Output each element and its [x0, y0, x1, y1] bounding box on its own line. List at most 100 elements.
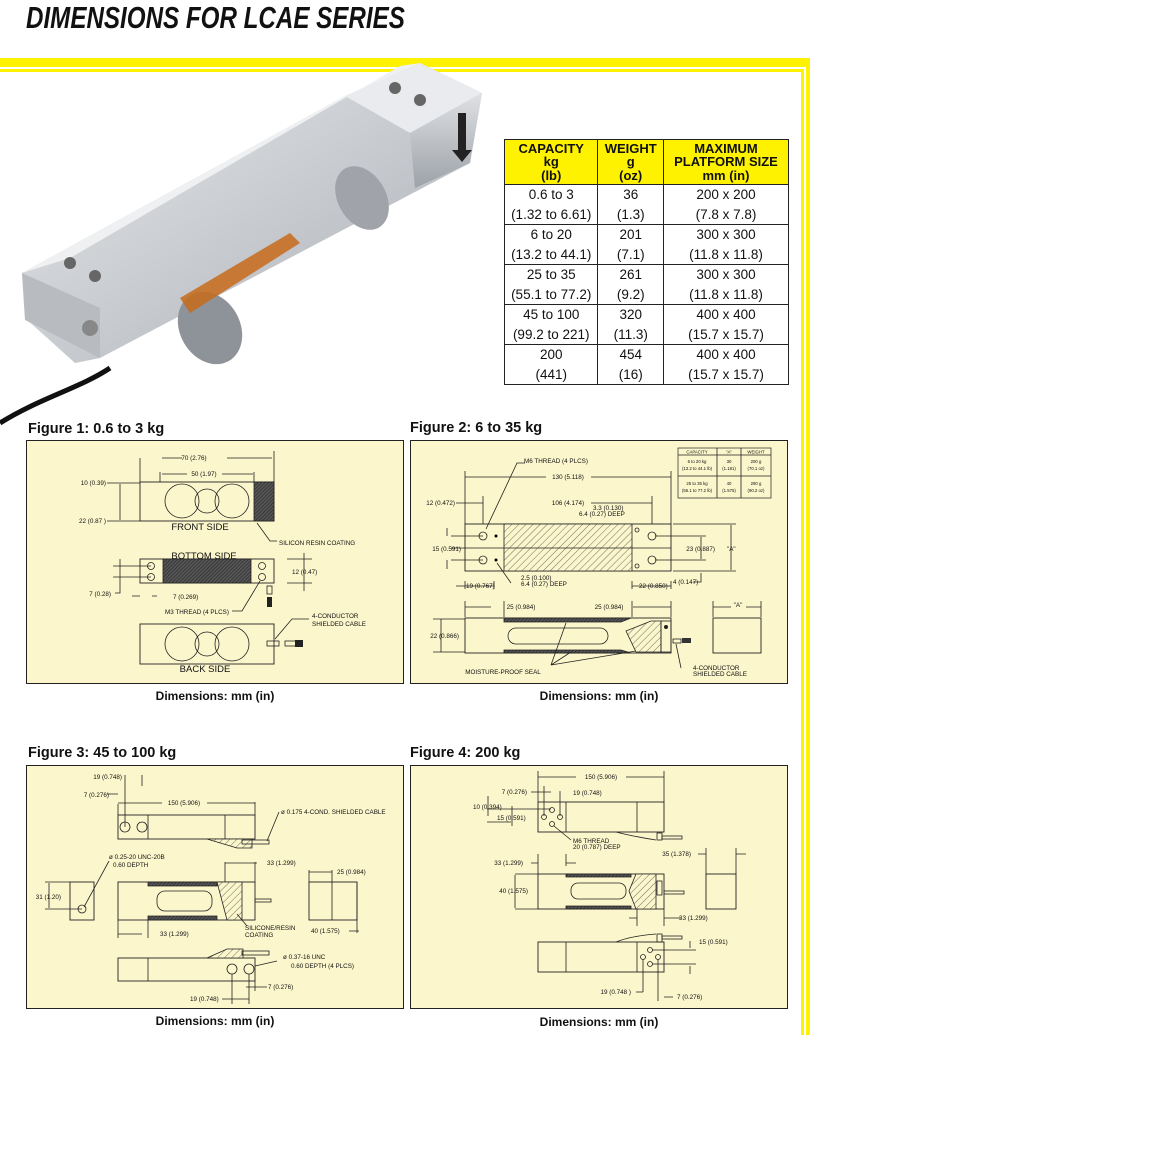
callout-label: MOISTURE-PROOF SEAL: [465, 669, 541, 676]
mini-table-header: WEIGHT: [747, 450, 765, 455]
table-text: 40: [727, 481, 732, 486]
yellow-rule-right-inner: [801, 69, 804, 1035]
dim-label: 33 (1.299): [267, 860, 296, 867]
dim-label: 15 (0.591): [699, 939, 728, 946]
table-row: (13.2 to 44.1)(7.1)(11.8 x 11.8): [503, 244, 790, 265]
dim-label: 7 (0.276): [84, 792, 109, 799]
table-cell: (15.7 x 15.7): [662, 324, 790, 345]
dim-label: 12 (0.472): [426, 500, 455, 507]
table-cell: (55.1 to 77.2): [503, 284, 599, 305]
dim-label: 7 (0.276): [677, 994, 702, 1001]
dim-label: 7 (0.269): [173, 594, 198, 601]
table-text: (90.2 oz): [748, 488, 766, 493]
table-cell: 454: [597, 344, 664, 365]
dim-label: 19 (0.748): [573, 790, 602, 797]
callout-label: 0.60 DEPTH (4 PLCS): [291, 963, 354, 970]
table-cell: 200 x 200: [662, 184, 790, 205]
dim-label: 23 (0.887): [686, 546, 715, 553]
table-cell: (441): [503, 364, 599, 385]
callout-label: ø 0.37-16 UNC: [283, 954, 326, 961]
dim-label: 35 (1.378): [662, 851, 691, 858]
table-cell: 25 to 35: [503, 264, 599, 285]
figure-2-units: Dimensions: mm (in): [539, 689, 659, 703]
figure-4-units: Dimensions: mm (in): [539, 1015, 659, 1029]
table-cell: 400 x 400: [662, 304, 790, 325]
table-text: 6 to 20 kg: [688, 459, 707, 464]
yellow-rule-top: [0, 58, 809, 67]
mini-table-header: "A": [726, 450, 732, 455]
table-cell: 300 x 300: [662, 224, 790, 245]
table-row: (441)(16)(15.7 x 15.7): [503, 364, 790, 385]
dim-label: 7 (0.276): [502, 789, 527, 796]
dim-label: 7 (0.28): [89, 591, 111, 598]
dim-label: 70 (2.76): [181, 455, 206, 462]
table-text: (70.1 oz): [748, 466, 766, 471]
callout-label: ø 0.175 4-COND. SHIELDED CABLE: [281, 809, 386, 816]
figure-3-drawing: 19 (0.748) 7 (0.276) 150 (5.906) ø 0.175…: [26, 765, 404, 1009]
table-cell: (11.8 x 11.8): [662, 284, 790, 305]
dim-label: 15 (0.591): [497, 815, 526, 822]
dim-label: 19 (0.767): [466, 583, 495, 590]
callout-label: 4-CONDUCTOR: [693, 665, 740, 672]
table-text: (1.181): [722, 466, 736, 471]
callout-label: M3 THREAD (4 PLCS): [165, 609, 229, 616]
dim-label: 40 (1.575): [499, 888, 528, 895]
table-cell: 261: [597, 264, 664, 285]
dim-label: 10 (0.39): [81, 480, 106, 487]
table-cell: 300 x 300: [662, 264, 790, 285]
callout-label: 20 (0.787) DEEP: [573, 844, 621, 851]
dim-label: 33 (1.299): [160, 931, 189, 938]
callout-label: M6 THREAD: [573, 838, 610, 845]
table-text: (13.2 to 44.1 lb): [682, 466, 713, 471]
table-cell: (99.2 to 221): [503, 324, 599, 345]
dim-label: 25 (0.984): [337, 869, 366, 876]
callout-label: COATING: [245, 932, 273, 939]
table-cell: 320: [597, 304, 664, 325]
figure-1-units: Dimensions: mm (in): [155, 689, 275, 703]
table-text: 200 g: [751, 459, 762, 464]
table-text: (55.1 to 77.2 lb): [682, 488, 713, 493]
figure-4-caption: Figure 4: 200 kg: [410, 745, 521, 761]
callout-label: SILICON RESIN COATING: [279, 540, 355, 547]
callout-label: SHIELDED CABLE: [312, 621, 366, 628]
dim-label: 19 (0.748 ): [601, 989, 631, 996]
dim-label: 22 (0.87 ): [79, 518, 106, 525]
dim-label: 106 (4.174): [552, 500, 584, 507]
mini-table-header: CAPACITY: [686, 450, 707, 455]
dim-label: 4 (0.147): [673, 579, 698, 586]
dim-label: 150 (5.906): [168, 800, 200, 807]
view-label: FRONT SIDE: [171, 522, 228, 533]
callout-label: 3.3 (0.130): [593, 505, 623, 512]
page-title: DIMENSIONS FOR LCAE SERIES: [26, 0, 405, 35]
dim-label: 19 (0.748): [190, 996, 219, 1003]
figure-3-caption: Figure 3: 45 to 100 kg: [28, 745, 177, 761]
callout-label: ø 0.25-20 UNC-20B: [109, 854, 165, 861]
dim-label: 22 (0.850): [639, 583, 668, 590]
view-label: BOTTOM SIDE: [171, 551, 236, 562]
figure-3-units: Dimensions: mm (in): [155, 1014, 275, 1028]
table-cell: (11.3): [597, 324, 664, 345]
table-text: 30: [727, 459, 732, 464]
table-cell: (16): [597, 364, 664, 385]
table-cell: 36: [597, 184, 664, 205]
callout-label: 2.5 (0.100): [521, 575, 551, 582]
dim-label: 7 (0.276): [268, 984, 293, 991]
table-cell: (11.8 x 11.8): [662, 244, 790, 265]
table-cell: (7.8 x 7.8): [662, 204, 790, 225]
callout-label: M6 THREAD (4 PLCS): [524, 458, 588, 465]
dim-label: 40 (1.575): [311, 928, 340, 935]
callout-label: 6.4 (0.27) DEEP: [579, 511, 625, 518]
dim-label: 25 (0.984): [595, 604, 624, 611]
table-cell: 6 to 20: [503, 224, 599, 245]
callout-label: 4-CONDUCTOR: [312, 613, 359, 620]
figure-2-drawing: CAPACITY "A" WEIGHT 6 to 20 kg (13.2 to …: [410, 440, 788, 684]
dim-label: 15 (0.591): [432, 546, 461, 553]
table-cell: (9.2): [597, 284, 664, 305]
table-cell: (7.1): [597, 244, 664, 265]
table-cell: (15.7 x 15.7): [662, 364, 790, 385]
